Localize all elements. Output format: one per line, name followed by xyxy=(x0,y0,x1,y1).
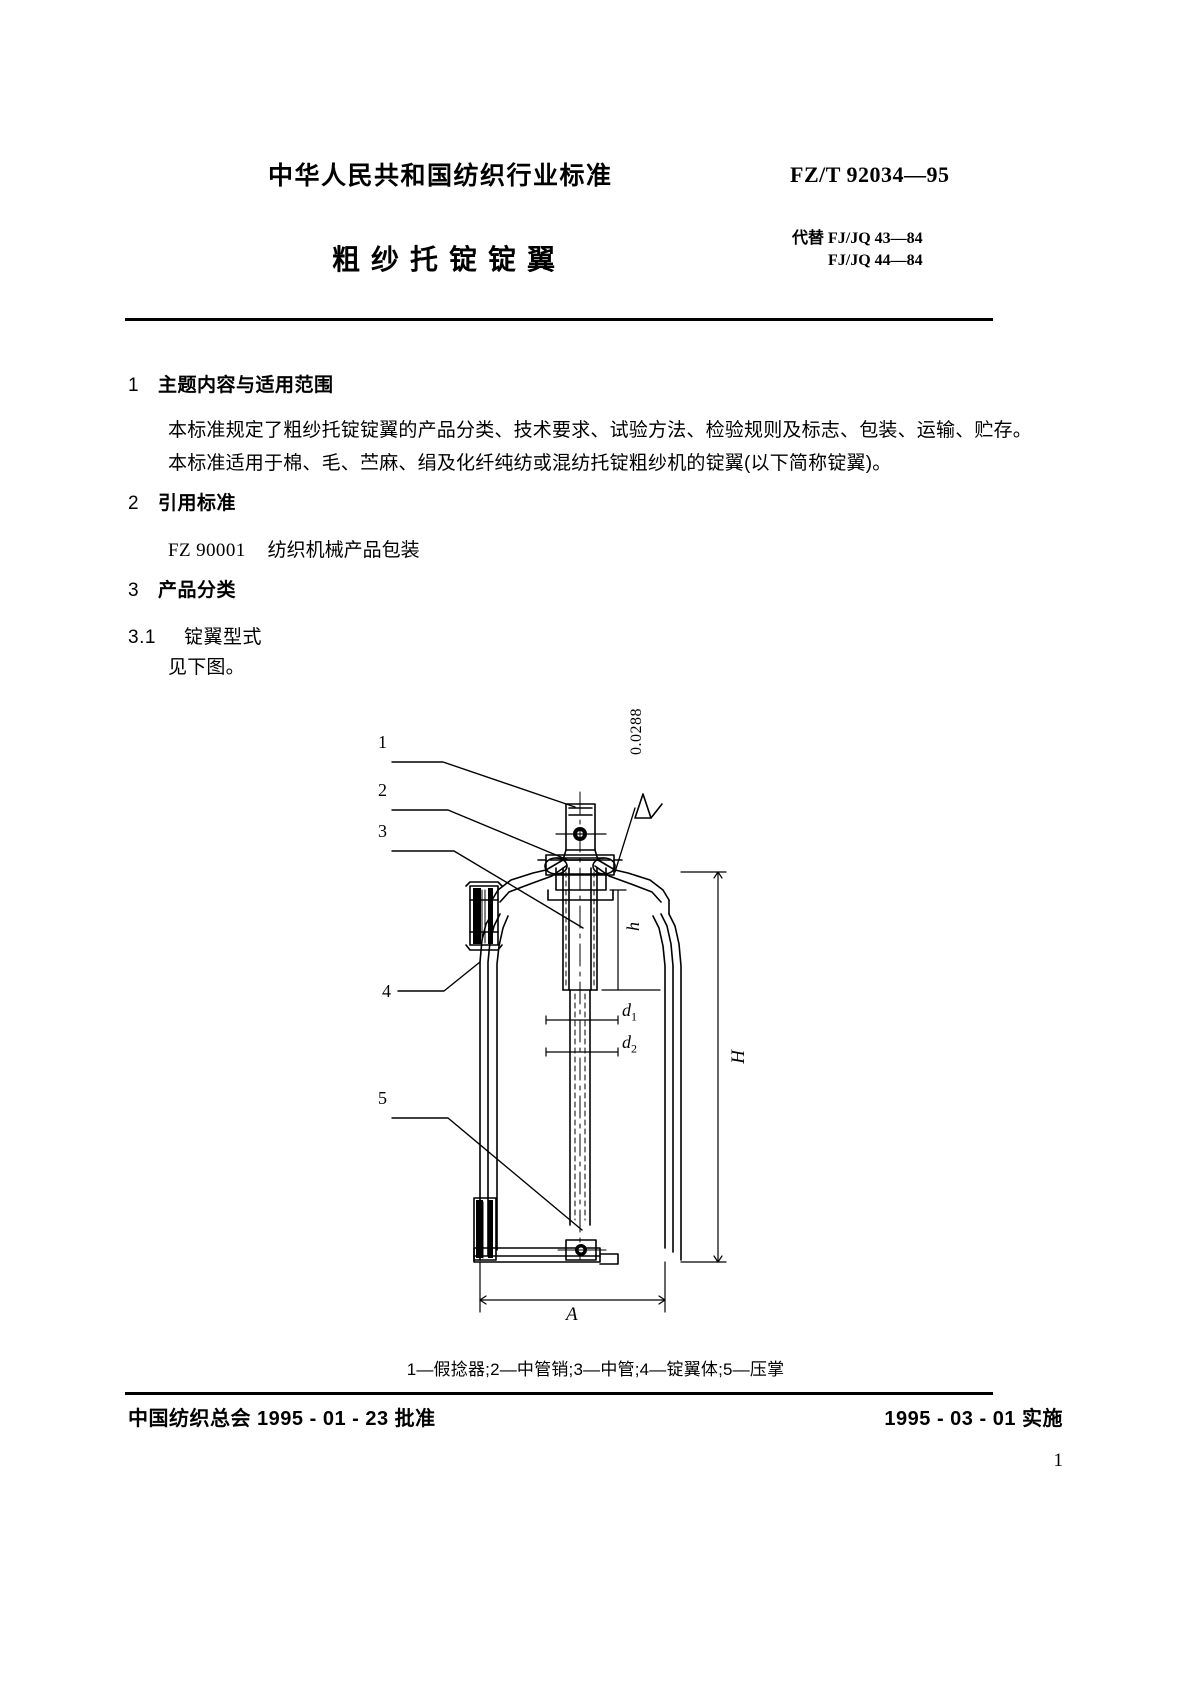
dimension-h xyxy=(601,889,661,991)
section-2-heading: 2 引用标准 xyxy=(128,488,236,515)
callout-leader-3 xyxy=(391,850,584,929)
section-1-heading: 1 主题内容与适用范围 xyxy=(128,370,334,397)
flyer-assembly-drawing: 1 2 3 4 5 0.0288 h d1 d2 H A xyxy=(370,700,800,1340)
flyer-upper-clamp xyxy=(465,881,503,951)
approval-statement: 中国纺织总会 1995 - 01 - 23 批准 xyxy=(128,1408,436,1430)
callout-label-4: 4 xyxy=(382,981,391,1001)
page-number: 1 xyxy=(1053,1450,1064,1471)
replaced-standards: 代替 FJ/JQ 43—84 FJ/JQ 44—84 xyxy=(792,228,923,272)
referenced-standard-entry: FZ 90001 纺织机械产品包装 xyxy=(168,535,420,562)
dimension-H xyxy=(680,871,727,1263)
referenced-standard-code: FZ 90001 xyxy=(168,540,246,561)
section-2-number: 2 xyxy=(128,493,140,514)
section-3-1-body: 见下图。 xyxy=(168,657,245,678)
section-2-title: 引用标准 xyxy=(158,493,237,514)
page-title: 粗纱托锭锭翼 xyxy=(332,244,567,275)
flyer-crown xyxy=(491,859,670,915)
section-1-paragraph-2: 本标准适用于棉、毛、苎麻、绢及化纤纯纺或混纺托锭粗纱机的锭翼(以下简称锭翼)。 xyxy=(168,453,892,474)
section-3-1-title: 锭翼型式 xyxy=(184,627,263,648)
section-3-1-heading: 3.1 锭翼型式 xyxy=(128,622,262,649)
referenced-standard-name: 纺织机械产品包装 xyxy=(267,540,420,561)
flyer-leg-right xyxy=(652,913,682,1261)
callout-label-1: 1 xyxy=(378,732,387,752)
dimension-label-d1: d1 xyxy=(622,1000,637,1024)
surface-finish-symbol xyxy=(634,793,663,819)
surface-finish-leader xyxy=(614,807,636,873)
dimension-A xyxy=(479,1261,666,1313)
surface-finish-value: 0.0288 xyxy=(628,708,645,755)
replaced-standard-2: FJ/JQ 44—84 xyxy=(828,252,923,269)
dimension-label-h: h xyxy=(623,922,643,931)
replaced-standard-1: 代替 FJ/JQ 43—84 xyxy=(792,230,923,247)
section-1-paragraph-1: 本标准规定了粗纱托锭锭翼的产品分类、技术要求、试验方法、检验规则及标志、包装、运… xyxy=(168,420,1033,441)
callout-leader-4 xyxy=(397,961,481,992)
callout-label-2: 2 xyxy=(378,780,387,800)
dimension-d2 xyxy=(545,1047,619,1057)
dimension-label-A: A xyxy=(566,1304,578,1325)
callout-leader-1 xyxy=(391,761,576,808)
centre-tube-pin xyxy=(537,854,623,876)
callout-leader-2 xyxy=(391,809,569,861)
callout-leader-5 xyxy=(391,1117,583,1231)
dimension-d1 xyxy=(545,1015,619,1025)
header-divider xyxy=(125,318,993,321)
section-3-1-number: 3.1 xyxy=(128,627,156,648)
callout-label-5: 5 xyxy=(378,1088,387,1108)
presser-paddle xyxy=(473,1197,619,1265)
dimension-label-d2: d2 xyxy=(622,1032,637,1056)
centre-tube xyxy=(562,867,598,1226)
issuing-organization: 中华人民共和国纺织行业标准 xyxy=(268,162,613,190)
footer-divider xyxy=(125,1392,993,1395)
section-1-title: 主题内容与适用范围 xyxy=(158,375,334,396)
flyer-leg-left xyxy=(479,913,509,1261)
callout-label-3: 3 xyxy=(378,821,387,841)
section-1-number: 1 xyxy=(128,375,140,396)
standard-code: FZ/T 92034—95 xyxy=(790,162,950,187)
section-3-title: 产品分类 xyxy=(158,580,237,601)
section-3-number: 3 xyxy=(128,580,140,601)
section-3-heading: 3 产品分类 xyxy=(128,575,236,602)
implementation-date: 1995 - 03 - 01 实施 xyxy=(884,1408,1063,1430)
dimension-label-H: H xyxy=(728,1050,749,1064)
figure-caption: 1—假捻器;2—中管销;3—中管;4—锭翼体;5—压掌 xyxy=(406,1360,785,1379)
